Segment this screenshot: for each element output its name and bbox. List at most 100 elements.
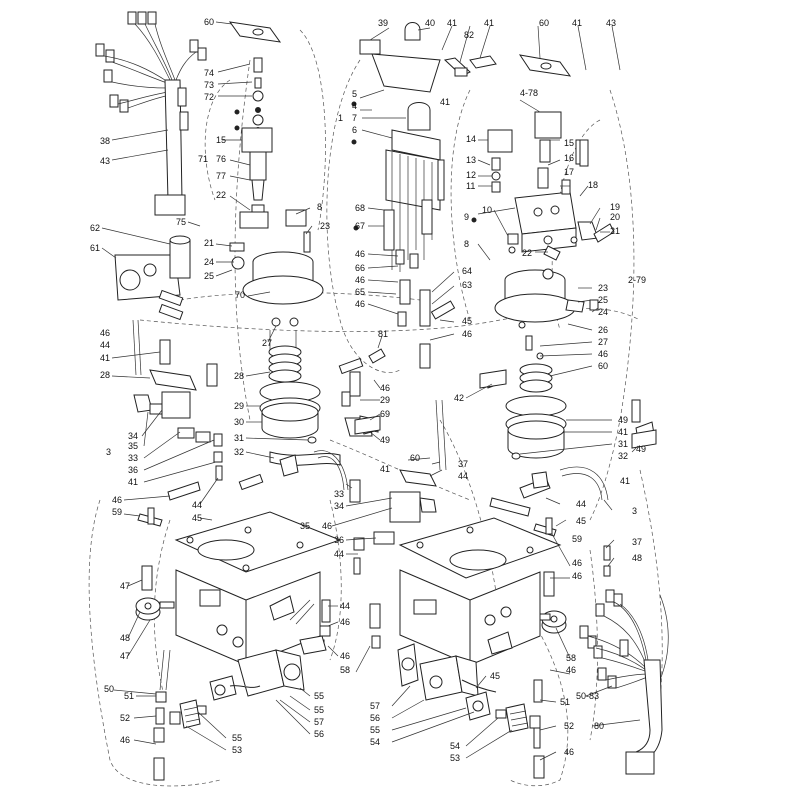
callout: 65	[355, 287, 365, 297]
boiler-right	[494, 268, 599, 460]
callout: 55	[314, 705, 324, 715]
base-frame-left	[174, 511, 342, 666]
callout: 32	[618, 451, 628, 461]
callout: 47	[120, 651, 130, 661]
callout: 1	[338, 113, 343, 123]
callout: 63	[462, 280, 472, 290]
callout: 21	[610, 226, 620, 236]
callout: 49	[380, 435, 390, 445]
callout: 21	[204, 238, 214, 248]
callout: 82	[464, 30, 474, 40]
callout: 2-79	[628, 275, 646, 285]
callout: 55	[370, 725, 380, 735]
bullet-markers	[234, 101, 477, 231]
callout: 22	[522, 248, 532, 258]
callout: 29	[234, 401, 244, 411]
callout: 46	[355, 249, 365, 259]
callout: 41	[484, 18, 494, 28]
callout: 36	[128, 465, 138, 475]
callout: 19	[610, 202, 620, 212]
callout: 60	[539, 18, 549, 28]
callout: 48	[120, 633, 130, 643]
callout: 45	[490, 671, 500, 681]
callout: 28	[234, 371, 244, 381]
callout: 5	[352, 89, 357, 99]
callout: 56	[314, 729, 324, 739]
leader-lines	[101, 21, 641, 761]
callout: 25	[204, 271, 214, 281]
wiring-harness-80	[579, 589, 669, 775]
callout: 44	[100, 340, 110, 350]
callout: 60	[410, 453, 420, 463]
callout: 60	[598, 361, 608, 371]
callout: 11	[466, 181, 475, 191]
callout: 41	[572, 18, 582, 28]
flowmeter-left-47	[135, 597, 175, 621]
callout: 32	[234, 447, 244, 457]
callout: 39	[378, 18, 388, 28]
callout: 4-78	[520, 88, 538, 98]
callout: 46	[566, 665, 576, 675]
callout: 46	[462, 329, 472, 339]
callout: 74	[204, 68, 214, 78]
callout: 43	[606, 18, 616, 28]
callout: 59	[112, 507, 122, 517]
callout: 41	[618, 427, 628, 437]
callout: 46	[355, 299, 365, 309]
callout: 24	[598, 307, 608, 317]
callout: 9	[464, 212, 469, 222]
callout: 8	[464, 239, 469, 249]
valve-group-center	[315, 469, 437, 651]
callout: 7	[352, 113, 357, 123]
callout: 18	[588, 180, 598, 190]
callout: 49	[636, 444, 646, 454]
callout: 16	[564, 153, 574, 163]
callout: 44	[458, 471, 468, 481]
callout: 51	[124, 691, 134, 701]
callout: 71	[198, 154, 208, 164]
callout: 46	[120, 735, 130, 745]
callout: 36	[334, 535, 344, 545]
callout: 46	[380, 383, 390, 393]
callout: 75	[176, 217, 186, 227]
bracket-60-top-left	[228, 21, 282, 43]
callout: 40	[425, 18, 435, 28]
callout: 46	[100, 328, 110, 338]
callout: 46	[322, 521, 332, 531]
callout: 41	[128, 477, 138, 487]
callout: 54	[370, 737, 380, 747]
wiring-harness-38	[95, 11, 207, 216]
callout: 27	[262, 338, 272, 348]
callout: 70	[235, 290, 245, 300]
callout: 15	[216, 135, 226, 145]
boiler-left	[229, 209, 324, 444]
callout: 66	[355, 263, 365, 273]
callout: 46	[572, 558, 582, 568]
callout: 56	[370, 713, 380, 723]
callout: 27	[598, 337, 608, 347]
callout: 33	[128, 453, 138, 463]
callout: 10	[482, 205, 492, 215]
callout: 31	[618, 439, 628, 449]
callout: 30	[234, 417, 244, 427]
callout: 55	[232, 733, 242, 743]
callout: 45	[576, 516, 586, 526]
callout: 25	[598, 295, 608, 305]
tee-fittings-59	[137, 481, 557, 537]
hoses-and-sleeves	[132, 139, 655, 577]
callout: 35	[128, 441, 138, 451]
callout: 43	[100, 156, 110, 166]
callout: 60	[204, 17, 214, 27]
callout: 53	[450, 753, 460, 763]
bracket-60-top-right	[518, 54, 572, 77]
callout: 46	[572, 571, 582, 581]
callout: 41	[100, 353, 110, 363]
callout: 20	[610, 212, 620, 222]
callout: 58	[566, 653, 576, 663]
callout: 58	[340, 665, 350, 675]
callout: 41	[380, 464, 390, 474]
right-tubing	[141, 466, 609, 779]
callout: 34	[128, 431, 138, 441]
